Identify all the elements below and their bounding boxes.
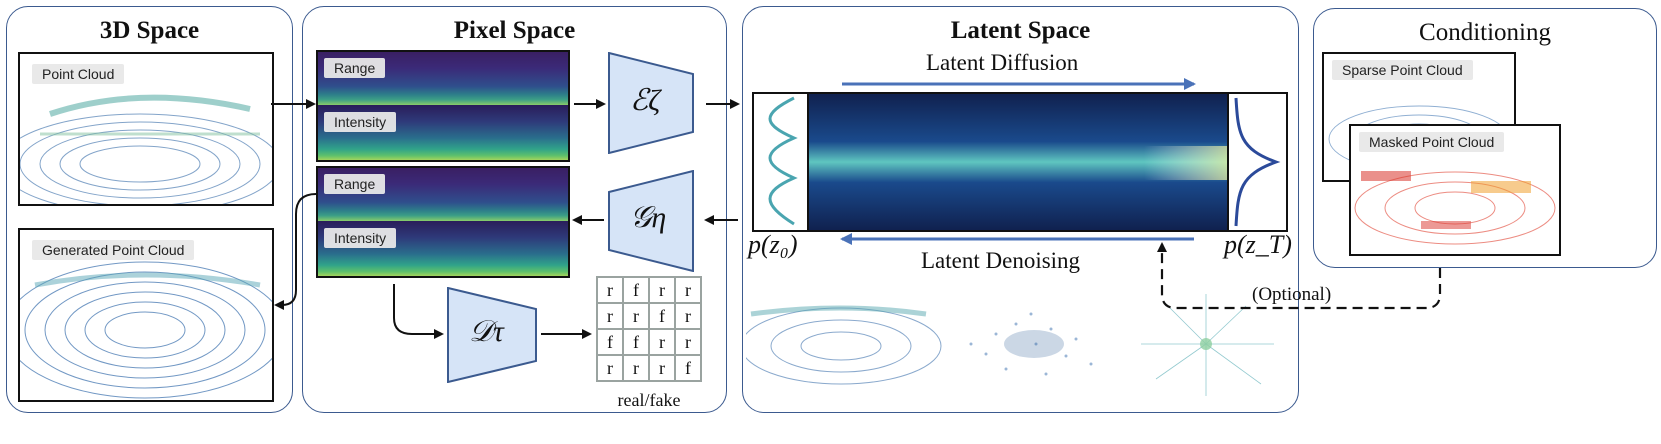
- range-tag-top: Range: [324, 58, 386, 78]
- grid-cell: f: [623, 277, 649, 303]
- optional-label: (Optional): [1252, 284, 1332, 305]
- generated-point-cloud-image: Generated Point Cloud: [18, 228, 274, 402]
- real-fake-cells: r f r r r r f r f f r r r r r f: [596, 276, 702, 382]
- intensity-tag-bottom: Intensity: [324, 228, 397, 248]
- grid-cell: f: [623, 329, 649, 355]
- grid-cell: r: [623, 303, 649, 329]
- latent-map: [752, 92, 1288, 232]
- grid-cell: f: [597, 329, 623, 355]
- latent-diffusion-label: Latent Diffusion: [926, 50, 1079, 75]
- masked-point-cloud-image: Masked Point Cloud: [1349, 124, 1561, 256]
- range-tag-bottom: Range: [324, 174, 386, 194]
- generated-point-cloud-tag: Generated Point Cloud: [32, 240, 195, 260]
- grid-cell: r: [649, 355, 675, 381]
- panel-title-conditioning: Conditioning: [1419, 19, 1551, 46]
- grid-cell: f: [649, 303, 675, 329]
- grid-cell: r: [649, 329, 675, 355]
- intensity-tag-top: Intensity: [324, 112, 397, 132]
- encoder-block: [608, 52, 694, 154]
- grid-cell: r: [597, 277, 623, 303]
- point-cloud-image: Point Cloud: [18, 52, 274, 206]
- panel-title-latent-space: Latent Space: [950, 17, 1091, 44]
- point-cloud-tag: Point Cloud: [32, 64, 125, 84]
- sparse-point-cloud-tag: Sparse Point Cloud: [1332, 60, 1473, 80]
- panel-title-pixel-space: Pixel Space: [453, 17, 576, 44]
- p-zT-label: p(z_T): [1224, 230, 1292, 259]
- p-z0-label: p(z₀): [748, 230, 798, 259]
- grid-cell: r: [623, 355, 649, 381]
- encoder-label: ℰζ: [630, 84, 661, 117]
- latent-heatmap: [768, 94, 1281, 230]
- masked-point-cloud-tag: Masked Point Cloud: [1359, 132, 1505, 152]
- grid-cell: f: [675, 355, 701, 381]
- grid-cell: r: [597, 355, 623, 381]
- generator-label: 𝒢η: [630, 201, 667, 234]
- latent-denoising-label: Latent Denoising: [921, 248, 1081, 273]
- grid-cell: r: [675, 277, 701, 303]
- discriminator-block: [447, 287, 537, 383]
- panel-title-3d-space: 3D Space: [99, 17, 200, 44]
- point-cloud-render: [20, 54, 272, 204]
- diffusion-point-cloud-sequence: [746, 294, 1274, 396]
- real-fake-grid: r f r r r r f r f f r r r r r f real/fak…: [596, 276, 702, 410]
- range-intensity-image-top: Range Intensity: [316, 50, 570, 162]
- generator-block: [608, 170, 694, 272]
- grid-cell: r: [675, 303, 701, 329]
- grid-cell: r: [597, 303, 623, 329]
- grid-cell: r: [649, 277, 675, 303]
- discriminator-label: 𝒟τ: [469, 315, 504, 348]
- range-intensity-image-bottom: Range Intensity: [316, 166, 570, 278]
- grid-cell: r: [675, 329, 701, 355]
- real-fake-caption: real/fake: [617, 390, 681, 410]
